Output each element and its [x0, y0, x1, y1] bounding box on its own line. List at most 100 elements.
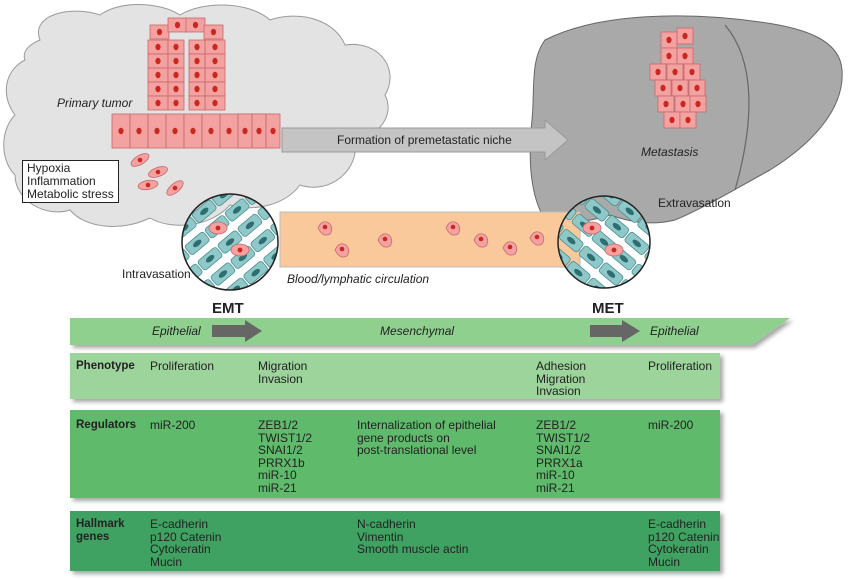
nucleus [194, 85, 200, 93]
endothelial-nucleus [664, 240, 675, 250]
regulators-col2-line: miR-10 [258, 468, 297, 482]
nucleus [672, 68, 678, 76]
hallmark-col1-line: E-cadherin [150, 517, 209, 531]
phenotype-header-line: Phenotype [76, 360, 135, 372]
nucleus [682, 32, 688, 40]
nucleus [194, 71, 200, 79]
nucleus [212, 99, 218, 107]
phenotype-col4-line: Adhesion [536, 359, 587, 373]
regulators-col3-line: Internalization of epithelial [357, 418, 496, 432]
nucleus [534, 234, 540, 240]
endothelial-nucleus [198, 286, 208, 290]
extravasation-label: Extravasation [658, 196, 731, 210]
nucleus [663, 100, 669, 108]
endothelial-cell [638, 295, 664, 320]
phenotype-col5-text: Proliferation [648, 360, 712, 373]
phenotype-col4-line: Migration [536, 371, 586, 386]
state-mesenchymal: Mesenchymal [380, 324, 455, 338]
nucleus [226, 127, 232, 135]
nucleus [155, 169, 161, 175]
nucleus [155, 71, 161, 79]
endothelial-nucleus [205, 254, 215, 263]
nucleus [155, 85, 161, 93]
nucleus [155, 57, 161, 65]
nucleus [173, 85, 179, 93]
phenotype-col2-line: Migration [258, 359, 308, 373]
endothelial-nucleus [586, 253, 596, 262]
niche-arrow [281, 118, 569, 162]
nucleus [172, 127, 178, 135]
endothelial-nucleus [671, 272, 682, 282]
regulators-col5-text: miR-200 [648, 419, 693, 432]
nucleus [669, 116, 675, 124]
nucleus [154, 127, 160, 135]
phenotype-panel [70, 353, 720, 399]
nucleus [136, 127, 142, 135]
endothelial-nucleus [592, 206, 602, 214]
endothelial-nucleus [218, 270, 228, 278]
regulators-col4-line: TWIST1/2 [536, 430, 591, 445]
nucleus [137, 157, 143, 163]
stress-item: Metabolic stress [27, 187, 114, 201]
regulators-col4-line: ZEB1/2 [536, 418, 577, 432]
endothelial-nucleus [193, 239, 202, 248]
nucleus [173, 43, 179, 51]
endothelial-nucleus [251, 268, 260, 277]
endothelial-nucleus [651, 255, 662, 265]
nucleus [173, 99, 179, 107]
endothelial-nucleus [139, 256, 150, 266]
niche-arrow-label: Formation of premetastatic niche [337, 133, 512, 147]
endothelial-cell [676, 249, 702, 274]
nucleus [339, 246, 345, 252]
nucleus [256, 127, 262, 135]
hallmark-col3-line: Vimentin [357, 529, 404, 544]
endothelial-cell [656, 232, 682, 257]
regulators-col2-line: SNAI1/2 [258, 443, 303, 457]
regulators-col4-line: SNAI1/2 [536, 443, 581, 457]
hallmark-col1-line: Cytokeratin [150, 542, 211, 556]
nucleus [677, 84, 683, 92]
endothelial-nucleus [297, 202, 308, 212]
nucleus [194, 57, 200, 65]
nucleus [507, 244, 513, 250]
nucleus [680, 100, 686, 108]
endothelial-nucleus [567, 236, 576, 245]
nucleus [242, 127, 248, 135]
regulators-col4-line: miR-10 [536, 468, 575, 482]
circulation-vessel [279, 211, 581, 268]
nucleus [666, 52, 672, 60]
endothelial-nucleus [232, 206, 242, 214]
endothelial-nucleus [200, 207, 209, 216]
endothelial-nucleus [625, 207, 634, 216]
stress-item: Hypoxia [27, 161, 71, 175]
nucleus [194, 99, 200, 107]
nucleus [478, 236, 484, 242]
nucleus [212, 85, 218, 93]
endothelial-cell [664, 265, 690, 290]
met-label: MET [592, 300, 624, 317]
phenotype-header-text: Phenotype [76, 360, 135, 373]
nucleus [589, 225, 595, 231]
endothelial-nucleus [178, 302, 189, 312]
regulators-header-line: Regulators [76, 419, 137, 431]
met-arrow-icon [590, 320, 640, 342]
hallmark-col5-line: p120 Catenin [648, 529, 720, 544]
endothelial-nucleus [612, 222, 622, 231]
nucleus [270, 127, 276, 135]
endothelial-nucleus [632, 239, 641, 248]
hallmark-header-line: genes [76, 530, 110, 543]
endothelial-cell [558, 212, 564, 236]
nucleus [156, 28, 163, 36]
nucleus [450, 224, 456, 230]
nucleus [192, 21, 199, 29]
regulators-col1-line: miR-200 [150, 418, 196, 432]
nucleus [689, 68, 695, 76]
regulators-col2-line: PRRX1b [258, 455, 305, 470]
endothelial-nucleus [599, 238, 609, 246]
